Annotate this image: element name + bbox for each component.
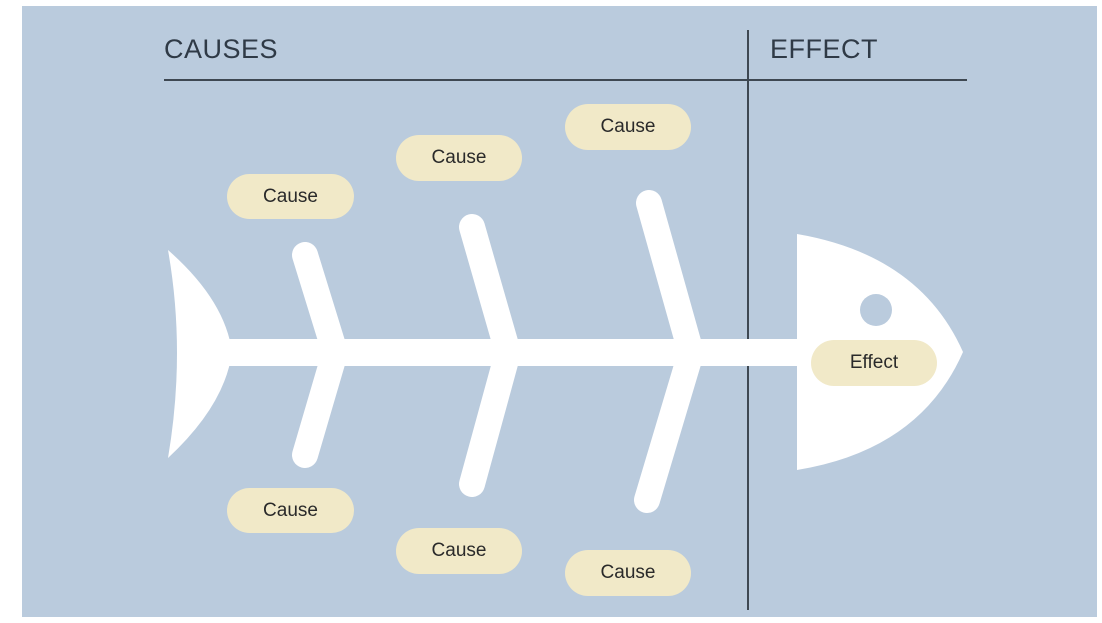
cause-label-bottom-3: Cause — [565, 550, 691, 596]
section-divider — [747, 30, 749, 610]
cause-label-top-2: Cause — [396, 135, 522, 181]
effect-label: Effect — [811, 340, 937, 386]
cause-label-top-3: Cause — [565, 104, 691, 150]
causes-heading: CAUSES — [164, 34, 279, 64]
bone-top-3 — [636, 190, 703, 362]
fish-tail — [168, 250, 232, 458]
header-divider — [164, 79, 967, 81]
cause-label-bottom-1: Cause — [227, 488, 354, 533]
effect-heading: EFFECT — [770, 34, 878, 64]
bone-top-2 — [459, 214, 520, 362]
bone-bottom-2 — [459, 343, 520, 497]
fish-eye — [860, 294, 892, 326]
cause-label-bottom-2: Cause — [396, 528, 522, 574]
bone-bottom-3 — [634, 343, 703, 513]
bone-bottom-1 — [292, 343, 347, 468]
bone-top-1 — [292, 242, 347, 362]
cause-label-top-1: Cause — [227, 174, 354, 219]
